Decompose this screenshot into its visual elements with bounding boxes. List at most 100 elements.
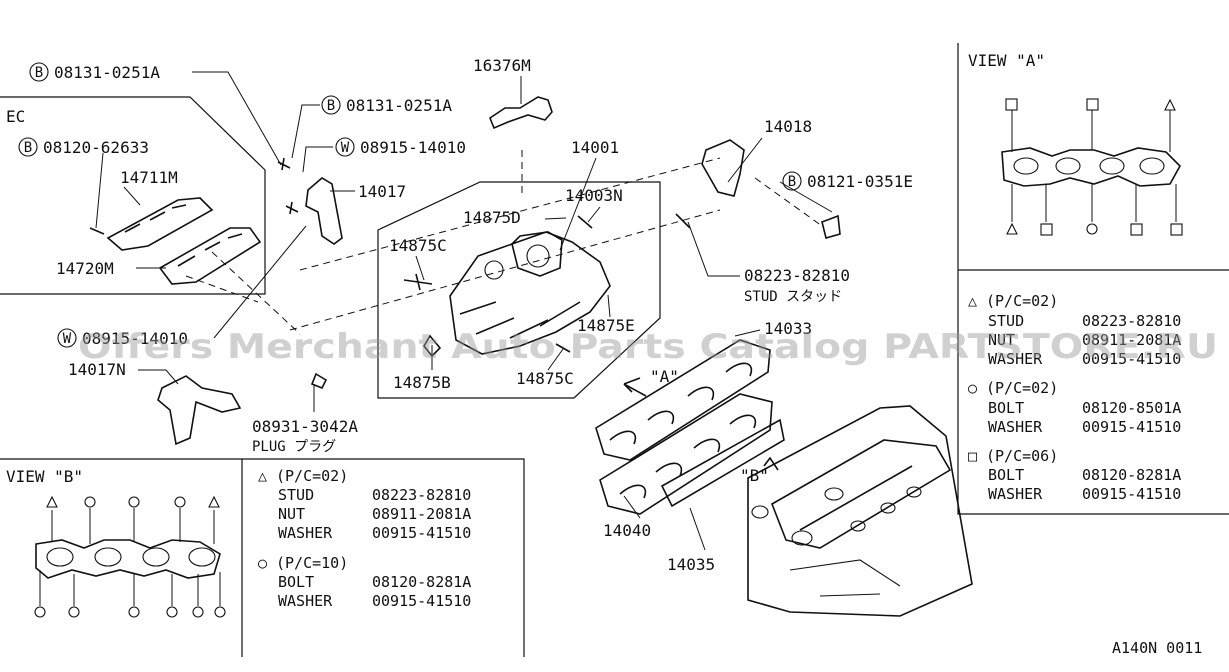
legend-title: (P/C=02) — [276, 467, 348, 485]
legend-row-number: 00915-41510 — [1082, 350, 1181, 368]
bracket-14018 — [701, 139, 745, 197]
part-14875D: 14875D — [463, 208, 521, 227]
view-b-title: VIEW "B" — [6, 467, 83, 486]
stud-part-number: 08223-82810 — [744, 266, 850, 285]
legend-row-name: BOLT — [278, 573, 314, 591]
legend-row-name: WASHER — [278, 592, 333, 610]
legend-symbol: □ — [968, 447, 977, 465]
callout-code: W — [341, 140, 350, 156]
legend-row-number: 08120-8281A — [1082, 466, 1181, 484]
watermark: Offers Merchant Auto Parts Catalog PARTS… — [78, 327, 1218, 367]
ec-label: EC — [6, 107, 25, 126]
callout-08121-0351E: B 08121-0351E — [782, 171, 913, 191]
legend-row-name: WASHER — [988, 418, 1043, 436]
legend-title: (P/C=02) — [986, 379, 1058, 397]
legend-row-name: STUD — [988, 312, 1024, 330]
view-b-frame — [0, 458, 525, 657]
legend-row-number: 08223-82810 — [1082, 312, 1181, 330]
legend-row-name: BOLT — [988, 466, 1024, 484]
legend-row-number: 00915-41510 — [372, 592, 471, 610]
part-14875C-top: 14875C — [389, 236, 447, 255]
bracket-14017 — [305, 177, 343, 245]
legend-row-name: WASHER — [988, 350, 1043, 368]
intake-manifold-14001 — [403, 231, 611, 358]
view-a-legend: △ (P/C=02) STUD 08223-82810 NUT 08911-20… — [968, 292, 1181, 503]
callout-number: 08131-0251A — [54, 63, 160, 82]
legend-row-number: 00915-41510 — [372, 524, 471, 542]
callout-number: 08120-62633 — [43, 138, 149, 157]
manifold-box — [377, 181, 661, 399]
callout-code: B — [327, 98, 335, 114]
callout-08131-0251A-mid: B 08131-0251A — [321, 95, 452, 115]
callout-code: B — [24, 140, 32, 156]
view-a-frame — [957, 43, 1229, 515]
assembly-lines — [185, 150, 823, 335]
stud-part-name: STUD スタッド — [744, 289, 842, 305]
legend-symbol: △ — [968, 292, 977, 310]
legend-row-number: 08223-82810 — [372, 486, 471, 504]
part-14003N: 14003N — [565, 186, 623, 205]
bracket-14017N — [157, 375, 242, 446]
callout-number: 08121-0351E — [807, 172, 913, 191]
view-a-marker: "A" — [650, 367, 679, 386]
legend-row-name: NUT — [278, 505, 305, 523]
diagram-code: A140N 0011 — [1112, 639, 1202, 657]
part-14875E: 14875E — [577, 316, 635, 335]
legend-row-number: 08120-8501A — [1082, 399, 1181, 417]
view-a-title: VIEW "A" — [968, 51, 1045, 70]
legend-row-number: 08120-8281A — [372, 573, 471, 591]
part-14875C-bottom: 14875C — [516, 369, 574, 388]
view-b-arrow — [763, 456, 779, 471]
leader-lines — [95, 71, 833, 551]
ec-box — [0, 96, 266, 295]
ec-gaskets — [89, 197, 262, 285]
legend-row-number: 00915-41510 — [1082, 485, 1181, 503]
callout-number: 08131-0251A — [346, 96, 452, 115]
legend-title: (P/C=10) — [276, 554, 348, 572]
legend-row-name: WASHER — [988, 485, 1043, 503]
callout-08915-14010-bottom: W 08915-14010 — [57, 328, 188, 348]
bolts — [277, 157, 841, 390]
view-a-arrow — [623, 377, 647, 397]
part-14040: 14040 — [603, 521, 651, 540]
part-14875B: 14875B — [393, 373, 451, 392]
legend-title: (P/C=02) — [986, 292, 1058, 310]
callout-number: 08915-14010 — [360, 138, 466, 157]
callout-code: W — [63, 331, 72, 347]
legend-row-name: WASHER — [278, 524, 333, 542]
callout-08915-14010-top: W 08915-14010 — [335, 137, 466, 157]
plug-part-name: PLUG プラグ — [252, 439, 336, 455]
legend-row-number: 00915-41510 — [1082, 418, 1181, 436]
callout-number: 08915-14010 — [82, 329, 188, 348]
cylinder-head — [747, 405, 973, 617]
legend-symbol: ○ — [258, 554, 267, 572]
legend-row-name: BOLT — [988, 399, 1024, 417]
view-a-flange-drawing — [1001, 98, 1183, 236]
legend-row-number: 08911-2081A — [1082, 331, 1181, 349]
legend-row-number: 08911-2081A — [372, 505, 471, 523]
callout-08131-0251A-top: B 08131-0251A — [29, 62, 160, 82]
part-14017: 14017 — [358, 182, 406, 201]
part-14035: 14035 — [667, 555, 715, 574]
view-b-legend: △ (P/C=02) STUD 08223-82810 NUT 08911-20… — [258, 467, 471, 610]
part-16376M: 16376M — [473, 56, 531, 75]
legend-row-name: STUD — [278, 486, 314, 504]
callout-code: B — [788, 174, 796, 190]
part-14001: 14001 — [571, 138, 619, 157]
view-b-flange-drawing — [34, 495, 226, 618]
part-14018: 14018 — [764, 117, 812, 136]
legend-title: (P/C=06) — [986, 447, 1058, 465]
part-14720M: 14720M — [56, 259, 114, 278]
legend-symbol: ○ — [968, 379, 977, 397]
part-14711M: 14711M — [120, 168, 178, 187]
callout-08120-62633: B 08120-62633 — [18, 137, 149, 157]
exhaust-gaskets — [595, 339, 785, 515]
plug-part-number: 08931-3042A — [252, 417, 358, 436]
legend-symbol: △ — [258, 467, 267, 485]
part-14033: 14033 — [764, 319, 812, 338]
callout-code: B — [35, 65, 43, 81]
part-14017N: 14017N — [68, 360, 126, 379]
legend-row-name: NUT — [988, 331, 1015, 349]
bracket-16376M — [489, 96, 553, 130]
